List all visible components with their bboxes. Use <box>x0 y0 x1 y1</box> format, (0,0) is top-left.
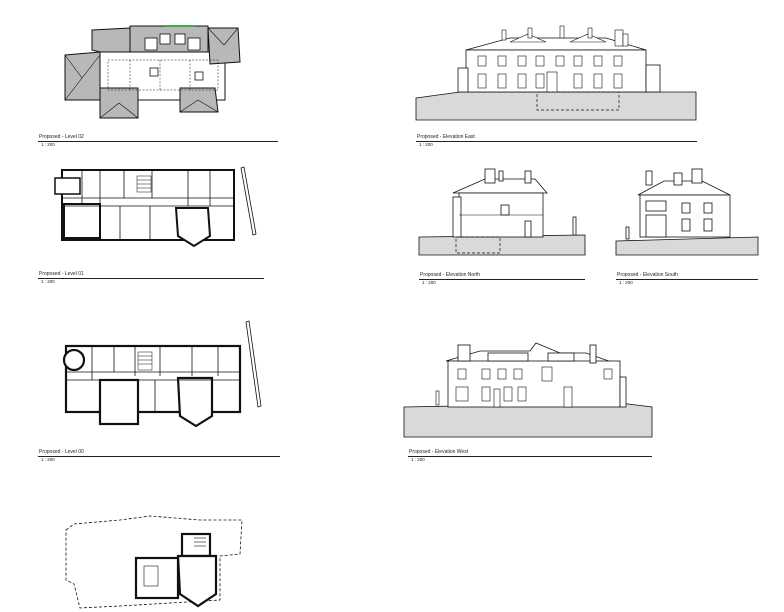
view-elevation-west[interactable]: Proposed - Elevation West 1 : 200 <box>400 335 660 465</box>
view-level-02[interactable]: Proposed - Level 02 1 : 200 <box>0 0 300 150</box>
view-level-01[interactable]: Proposed - Level 01 1 : 200 <box>0 160 300 295</box>
view-scale: 1 : 200 <box>422 280 436 285</box>
level-02-drawing <box>64 25 241 119</box>
view-footprint-plan[interactable] <box>0 490 300 612</box>
view-title: Proposed - Level 00 <box>39 449 84 455</box>
view-scale: 1 : 200 <box>619 280 633 285</box>
level-00-drawing <box>62 320 262 428</box>
view-scale: 1 : 200 <box>41 457 55 462</box>
elevation-south-drawing <box>615 168 759 256</box>
elevation-east-drawing <box>415 25 697 121</box>
view-title: Proposed - Elevation South <box>617 272 678 278</box>
elevation-west-title-block: Proposed - Elevation West 1 : 200 <box>408 449 652 466</box>
view-scale: 1 : 200 <box>411 457 425 462</box>
footprint-plan-drawing <box>65 515 243 609</box>
level-00-title-block: Proposed - Level 00 1 : 200 <box>38 449 280 466</box>
view-scale: 1 : 200 <box>419 142 433 147</box>
view-elevation-north[interactable]: Proposed - Elevation North 1 : 200 <box>415 165 590 290</box>
level-01-title-block: Proposed - Level 01 1 : 200 <box>38 271 264 288</box>
elevation-north-drawing <box>418 168 586 256</box>
view-elevation-south[interactable]: Proposed - Elevation South 1 : 200 <box>612 165 772 290</box>
view-scale: 1 : 200 <box>41 279 55 284</box>
elevation-east-title-block: Proposed - Elevation East 1 : 200 <box>416 134 697 151</box>
view-title: Proposed - Elevation West <box>409 449 469 455</box>
level-02-title-block: Proposed - Level 02 1 : 200 <box>38 134 278 151</box>
view-title: Proposed - Elevation North <box>420 272 481 278</box>
view-scale: 1 : 200 <box>41 142 55 147</box>
view-level-00[interactable]: Proposed - Level 00 1 : 200 <box>0 320 300 465</box>
elevation-west-drawing <box>403 342 653 438</box>
elevation-north-title-block: Proposed - Elevation North 1 : 200 <box>419 272 585 289</box>
level-01-drawing <box>54 166 257 248</box>
view-title: Proposed - Level 02 <box>39 134 84 140</box>
view-elevation-east[interactable]: Proposed - Elevation East 1 : 200 <box>410 20 710 150</box>
view-title: Proposed - Level 01 <box>39 271 84 277</box>
view-title: Proposed - Elevation East <box>417 134 475 140</box>
elevation-south-title-block: Proposed - Elevation South 1 : 200 <box>616 272 758 289</box>
